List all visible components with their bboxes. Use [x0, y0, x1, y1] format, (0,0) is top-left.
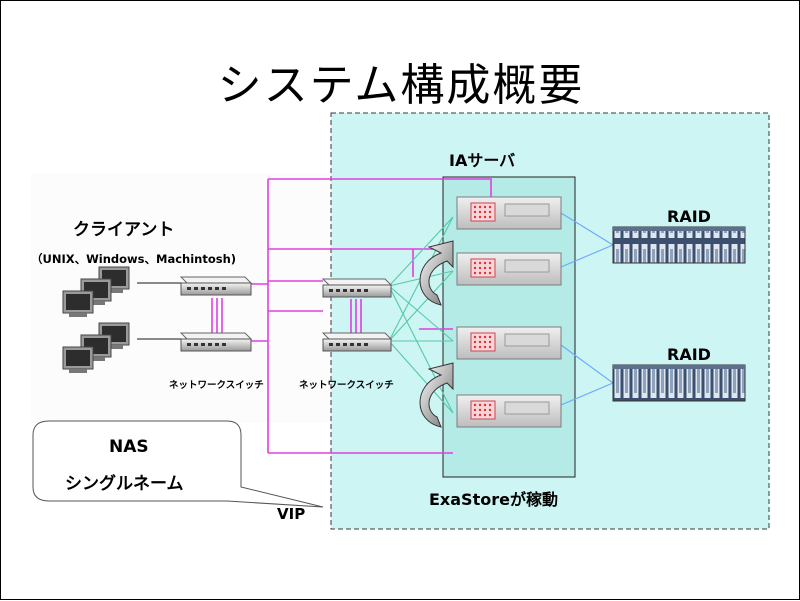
ia-server-3: [456, 326, 562, 360]
clients-label: クライアント: [73, 220, 175, 240]
network-switch-left-1: [179, 276, 253, 296]
blue-storage-links: [560, 212, 614, 406]
switch-label-right: ネットワークスイッチ: [299, 380, 394, 391]
raid-array-1: [612, 226, 746, 264]
switch-label-left: ネットワークスイッチ: [169, 380, 264, 391]
pink-network-lines: [211, 178, 492, 454]
page-title: システム構成概要: [217, 60, 585, 111]
client-os-label: （UNIX、Windows、Machintosh): [31, 252, 237, 266]
network-switch-right-1: [321, 278, 393, 298]
single-name-label: シングルネーム: [65, 474, 184, 494]
network-switch-right-2: [321, 332, 393, 352]
vip-label: VIP: [277, 505, 306, 523]
nas-label: NAS: [109, 437, 149, 457]
exastore-label: ExaStoreが稼動: [429, 490, 558, 509]
client-computers-2-icon: [62, 322, 130, 373]
client-computers-1-icon: [62, 266, 130, 317]
raid-array-2: [612, 364, 746, 402]
ia-server-1: [456, 196, 562, 230]
raid-label-lower: RAID: [667, 345, 711, 364]
nas-callout-bubble: [32, 420, 324, 508]
raid-label-upper: RAID: [667, 207, 711, 226]
ia-server-label: IAサーバ: [449, 151, 516, 170]
network-switch-left-2: [179, 332, 253, 352]
failover-arrow-1-icon: [419, 240, 454, 306]
ia-server-4: [456, 394, 562, 428]
client-lines: [137, 282, 181, 340]
failover-arrow-2-icon: [419, 362, 454, 428]
ia-server-2: [456, 252, 562, 286]
